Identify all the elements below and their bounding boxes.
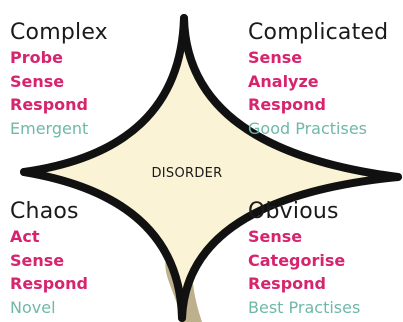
step-2: Sense [10,71,65,91]
step-1: Sense [248,227,303,246]
practice-label: Emergent [10,118,89,138]
quadrant-title: Complex [10,20,108,45]
step-1: Sense [248,48,303,67]
disorder-label: DISORDER [151,166,223,181]
practice-label: Novel [10,297,56,317]
quadrant-obvious: Obvious Sense Categorise Respond Best Pr… [248,199,360,319]
step-3: Respond [248,95,326,114]
quadrant-complicated: Complicated Sense Analyze Respond Good P… [248,20,388,140]
step-2: Analyze [248,71,319,91]
boundary-upper-left [20,14,188,176]
step-2: Sense [10,250,65,270]
practice-label: Good Practises [248,118,367,138]
step-3: Respond [10,274,88,293]
practice-label: Best Practises [248,297,361,317]
quadrant-title: Complicated [248,20,389,45]
quadrant-title: Obvious [248,199,339,224]
boundary-lower-left [20,168,186,322]
step-1: Probe [10,48,63,67]
step-1: Act [10,227,40,246]
quadrant-chaos: Chaos Act Sense Respond Novel [10,199,88,319]
step-3: Respond [248,274,326,293]
boundary-upper-right [180,14,402,181]
disorder-region [24,18,398,322]
step-2: Categorise [248,250,346,270]
boundary-lower-right [178,173,402,322]
step-3: Respond [10,95,88,114]
quadrant-complex: Complex Probe Sense Respond Emergent [10,20,108,140]
quadrant-title: Chaos [10,199,79,224]
